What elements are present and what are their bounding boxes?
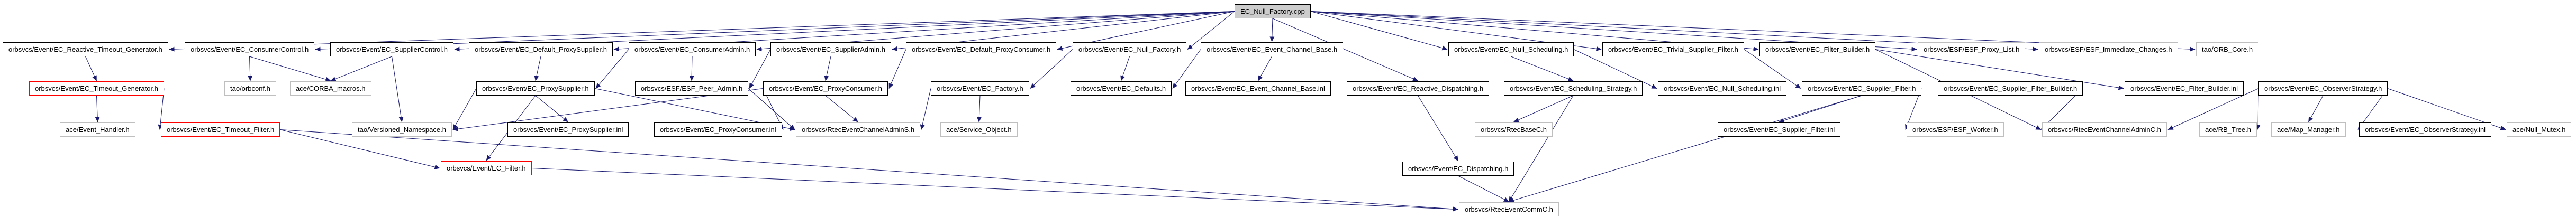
graph-node-ec_sfb[interactable]: orbsvcs/Event/EC_Supplier_Filter_Builder… (1938, 81, 2083, 96)
edge-root-to-ec_rd (1272, 18, 1418, 81)
edge-ec_cc-to-orbconf (248, 56, 253, 81)
graph-node-ec_os[interactable]: orbsvcs/Event/EC_ObserverStrategy.h (2258, 81, 2388, 96)
edge-ec_tf-to-reccc (279, 129, 1458, 212)
edge-ec_rtg-to-ec_tg (85, 56, 97, 81)
edge-ec_filter-to-reccc (531, 168, 1458, 212)
edge-ec_ss-to-rtecbasec (1513, 95, 1574, 122)
graph-node-ec_nf[interactable]: orbsvcs/Event/EC_Null_Factory.h (1073, 42, 1187, 56)
graph-node-ec_ca[interactable]: orbsvcs/Event/EC_ConsumerAdmin.h (629, 42, 756, 56)
graph-node-recas[interactable]: orbsvcs/RtecEventChannelAdminS.h (796, 122, 921, 137)
edge-ec_sa-to-ec_pc (824, 56, 831, 81)
graph-node-ec_dps[interactable]: orbsvcs/Event/EC_Default_ProxySupplier.h (469, 42, 613, 56)
edge-ec_f-to-service_object (976, 95, 982, 122)
edge-ec_ecb-to-ec_ecb_inl (1258, 56, 1272, 81)
edge-ec_dpc-to-ec_pc (888, 49, 906, 89)
graph-node-ec_fb[interactable]: orbsvcs/Event/EC_Filter_Builder.h (1759, 42, 1876, 56)
graph-node-ec_sf[interactable]: orbsvcs/Event/EC_Supplier_Filter.h (1802, 81, 1922, 96)
edge-ec_ca-to-ec_ps (595, 49, 629, 89)
graph-node-rtecbasec[interactable]: orbsvcs/RtecBaseC.h (1475, 122, 1553, 137)
graph-node-ec_ps[interactable]: orbsvcs/Event/EC_ProxySupplier.h (476, 81, 595, 96)
graph-node-rb_tree[interactable]: ace/RB_Tree.h (2199, 122, 2257, 137)
graph-node-ec_sa[interactable]: orbsvcs/Event/EC_SupplierAdmin.h (770, 42, 891, 56)
graph-node-orbconf[interactable]: tao/orbconf.h (224, 81, 276, 96)
edge-ec_disp-to-reccc (1458, 175, 1509, 202)
edge-root-to-ec_nf (1187, 11, 1235, 50)
graph-node-ec_tg[interactable]: orbsvcs/Event/EC_Timeout_Generator.h (29, 81, 164, 96)
graph-node-ec_pc_inl[interactable]: orbsvcs/Event/EC_ProxyConsumer.inl (654, 122, 782, 137)
graph-node-corba_macros[interactable]: ace/CORBA_macros.h (290, 81, 371, 96)
graph-node-orb_core[interactable]: tao/ORB_Core.h (2196, 42, 2259, 56)
edge-ec_sc-to-corba_macros (330, 56, 392, 81)
graph-node-ec_ss[interactable]: orbsvcs/Event/EC_Scheduling_Strategy.h (1504, 81, 1643, 96)
graph-node-esf_pa[interactable]: orbsvcs/ESF/ESF_Peer_Admin.h (635, 81, 749, 96)
edge-ec_rd-to-ec_disp (1418, 95, 1458, 162)
graph-node-ec_sc[interactable]: orbsvcs/Event/EC_SupplierControl.h (330, 42, 453, 56)
edge-ec_sc-to-vns (392, 56, 404, 122)
graph-node-ec_tf[interactable]: orbsvcs/Event/EC_Timeout_Filter.h (161, 122, 280, 137)
edge-ec_sf-to-reccc (1509, 95, 1862, 203)
graph-node-service_object[interactable]: ace/Service_Object.h (940, 122, 1018, 137)
graph-node-map_manager[interactable]: ace/Map_Manager.h (2271, 122, 2346, 137)
graph-node-ec_sf_inl[interactable]: orbsvcs/Event/EC_Supplier_Filter.inl (1718, 122, 1841, 137)
graph-node-ec_disp[interactable]: orbsvcs/Event/EC_Dispatching.h (1402, 162, 1514, 176)
edge-ec_f-to-recas (920, 88, 931, 130)
graph-node-event_handler[interactable]: ace/Event_Handler.h (60, 122, 135, 137)
graph-node-ec_os_inl[interactable]: orbsvcs/Event/EC_ObserverStrategy.inl (2359, 122, 2492, 137)
graph-node-ec_dpc[interactable]: orbsvcs/Event/EC_Default_ProxyConsumer.h (906, 42, 1057, 56)
graph-node-root[interactable]: EC_Null_Factory.cpp (1235, 4, 1311, 18)
edge-esf_pa-to-recas (748, 88, 795, 130)
edge-ec_nf-to-ec_f (1030, 49, 1073, 89)
edge-ec_tsf-to-ec_sf (1744, 49, 1801, 89)
graph-node-recac[interactable]: orbsvcs/RtecEventChannelAdminC.h (2042, 122, 2167, 137)
graph-node-ec_tsf[interactable]: orbsvcs/Event/EC_Trivial_Supplier_Filter… (1602, 42, 1744, 56)
graph-node-ec_ns_inl[interactable]: orbsvcs/Event/EC_Null_Scheduling.inl (1658, 81, 1787, 96)
edge-ec_ps-to-vns (452, 88, 477, 130)
edge-root-to-ec_cc (315, 11, 1235, 52)
graph-node-ec_ecb[interactable]: orbsvcs/Event/EC_Event_Channel_Base.h (1201, 42, 1344, 56)
edge-ec_ns-to-ec_ns_inl (1573, 49, 1657, 89)
edge-ec_ns-to-ec_ss (1511, 56, 1574, 81)
edge-ec_sa-to-esf_pa (749, 49, 771, 89)
edge-root-to-esf_ic (1310, 11, 2038, 52)
graph-node-null_mutex[interactable]: ace/Null_Mutex.h (2507, 122, 2572, 137)
graph-node-ec_def[interactable]: orbsvcs/Event/EC_Defaults.h (1071, 81, 1172, 96)
edge-ec_ss-to-reccc (1509, 95, 1574, 202)
graph-node-ec_fb_inl[interactable]: orbsvcs/Event/EC_Filter_Builder.inl (2125, 81, 2244, 96)
graph-node-ec_ns[interactable]: orbsvcs/Event/EC_Null_Scheduling.h (1448, 42, 1574, 56)
graph-node-esf_worker[interactable]: orbsvcs/ESF/ESF_Worker.h (1907, 122, 2004, 137)
edge-ec_pc-to-recas (825, 95, 858, 122)
graph-node-ec_ps_inl[interactable]: orbsvcs/Event/EC_ProxySupplier.inl (507, 122, 629, 137)
edge-root-to-ec_ns (1310, 11, 1448, 51)
graph-node-ec_rtg[interactable]: orbsvcs/Event/EC_Reactive_Timeout_Genera… (3, 42, 168, 56)
edge-ec_dps-to-ec_ps (534, 56, 541, 81)
graph-node-ec_f[interactable]: orbsvcs/Event/EC_Factory.h (931, 81, 1029, 96)
edge-ec_ecb-to-ec_def (1172, 49, 1201, 89)
graph-node-ec_ecb_inl[interactable]: orbsvcs/Event/EC_Event_Channel_Base.inl (1185, 81, 1331, 96)
graph-node-vns[interactable]: tao/Versioned_Namespace.h (352, 122, 452, 137)
graph-node-ec_pc[interactable]: orbsvcs/Event/EC_ProxyConsumer.h (763, 81, 888, 96)
graph-node-ec_filter[interactable]: orbsvcs/Event/EC_Filter.h (441, 161, 532, 175)
edge-root-to-ec_ecb (1269, 18, 1275, 42)
graph-node-ec_rd[interactable]: orbsvcs/Event/EC_Reactive_Dispatching.h (1347, 81, 1490, 96)
edge-ec_tf-to-ec_filter (279, 129, 440, 169)
edge-ec_ps-to-ec_ps_inl (535, 95, 568, 122)
edge-ec_os-to-map_manager (2308, 95, 2324, 122)
edge-ec_tg-to-event_handler (95, 95, 100, 122)
graph-node-ec_cc[interactable]: orbsvcs/Event/EC_ConsumerControl.h (185, 42, 315, 56)
edge-ec_cc-to-corba_macros (249, 56, 331, 82)
graph-node-reccc[interactable]: orbsvcs/RtecEventCommC.h (1459, 202, 1559, 216)
graph-node-esf_pl[interactable]: orbsvcs/ESF/ESF_Proxy_List.h (1918, 42, 2026, 56)
graph-node-esf_ic[interactable]: orbsvcs/ESF/ESF_Immediate_Changes.h (2039, 42, 2178, 56)
edge-ec_nf-to-ec_def (1120, 56, 1130, 81)
